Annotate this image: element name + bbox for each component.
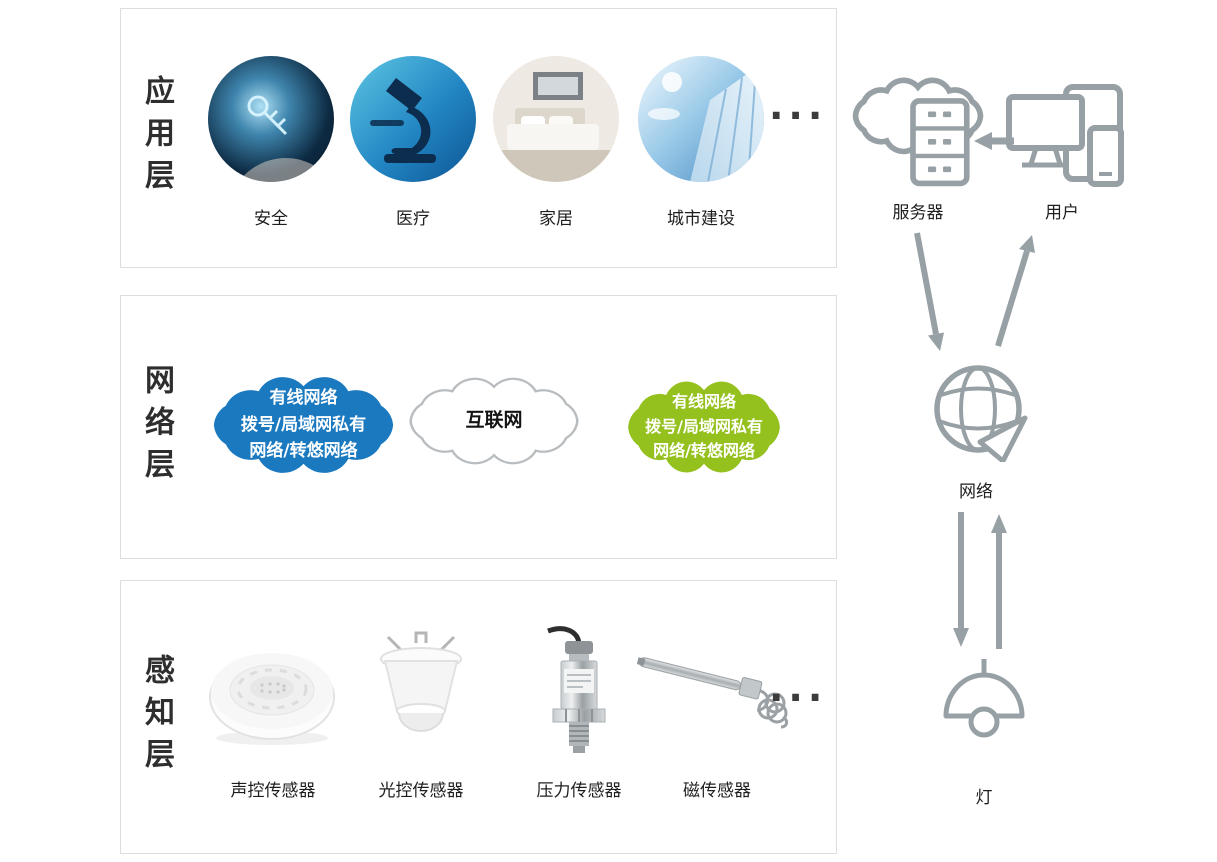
perception-layer-box: 感知层: [120, 580, 837, 854]
left-cloud-line-2: 拨号/局域网私有: [240, 414, 367, 435]
blue-cloud-shape: [213, 377, 394, 473]
light-sensor-photo: [366, 629, 476, 763]
light-sensor-caption: 光控传感器: [378, 781, 464, 801]
pressure-transducer-image: [547, 626, 606, 753]
server-rack: [910, 98, 970, 187]
medical-photo: [350, 56, 476, 182]
wired-network-cloud-right: 有线网络 拨号/局域网私有 网络/转悠网络: [613, 371, 795, 483]
phone-shape: [1087, 125, 1124, 187]
key-icon: [247, 95, 288, 136]
right-cloud-line-1: 有线网络: [671, 391, 736, 411]
right-cloud-line-3: 网络/转悠网络: [653, 441, 755, 461]
left-cloud-text: 有线网络 拨号/局域网私有 网络/转悠网络: [196, 366, 411, 484]
downlight-image: [380, 631, 462, 732]
white-cloud-shape: [409, 377, 579, 465]
skyscraper-image: [638, 56, 764, 182]
monitor-shape: [1006, 94, 1085, 151]
right-cloud-line-2: 拨号/局域网私有: [645, 416, 763, 436]
security-caption: 安全: [254, 209, 288, 229]
magnetic-sensor-photo: [636, 641, 797, 745]
home-caption: 家居: [539, 209, 573, 229]
application-layer-box: 应用层: [120, 8, 837, 268]
microscope-icon: [370, 78, 436, 163]
sound-sensor-caption: 声控传感器: [230, 781, 316, 801]
perception-layer-label: 感知层: [139, 654, 174, 780]
arrow-network-to-lamp: [953, 512, 969, 647]
cloud-server-icon: [843, 72, 993, 195]
magnetic-sensor-caption: 磁传感器: [683, 781, 751, 801]
city-photo: [638, 56, 764, 182]
globe-network-icon: [928, 362, 1028, 466]
right-cloud-text: 有线网络 拨号/局域网私有 网络/转悠网络: [613, 371, 795, 483]
internet-label: 互联网: [465, 409, 523, 432]
left-cloud-line-3: 网络/转悠网络: [249, 441, 358, 462]
lamp-label: 灯: [975, 788, 993, 808]
more-sensors-ellipsis: ...: [769, 666, 828, 710]
lamp-bulb: [968, 706, 1000, 738]
network-layer-box: 网络层 有线网络 拨号/局域网私有 网络/转悠网络 互联网: [120, 295, 837, 559]
application-layer-label: 应用层: [139, 75, 174, 201]
network-layer-label: 网络层: [139, 364, 174, 490]
user-label: 用户: [1045, 203, 1079, 223]
arrow-server-to-network: [914, 232, 944, 351]
internet-cloud-text: 互联网: [394, 369, 594, 473]
magnetic-rod-image: [636, 657, 789, 729]
pressure-sensor-caption: 压力传感器: [536, 781, 622, 801]
sound-sensor-photo: [198, 641, 348, 755]
more-apps-ellipsis: ...: [769, 84, 828, 128]
security-key-image: [208, 56, 334, 182]
wired-network-cloud-left: 有线网络 拨号/局域网私有 网络/转悠网络: [196, 366, 411, 484]
left-cloud-line-1: 有线网络: [269, 388, 338, 409]
microscope-image: [350, 56, 476, 182]
user-devices-icon: [1006, 84, 1124, 191]
green-cloud-shape: [628, 381, 780, 473]
medical-caption: 医疗: [396, 209, 430, 229]
building-shape: [690, 62, 764, 182]
arrow-lamp-to-network: [991, 514, 1007, 649]
bedroom-image: [493, 56, 619, 182]
bed-mattress: [507, 124, 599, 150]
network-label: 网络: [959, 482, 993, 502]
server-label: 服务器: [892, 203, 944, 223]
pressure-sensor-photo: [534, 623, 624, 767]
internet-cloud: 互联网: [394, 369, 594, 473]
city-caption: 城市建设: [667, 209, 735, 229]
home-photo: [493, 56, 619, 182]
cursor-arrow: [977, 415, 1028, 464]
pendant-lamp-icon: [938, 656, 1030, 760]
arrow-network-to-user: [995, 235, 1035, 347]
lamp-shade: [943, 672, 1025, 719]
security-photo: [208, 56, 334, 182]
smoke-detector-image: [209, 653, 335, 745]
